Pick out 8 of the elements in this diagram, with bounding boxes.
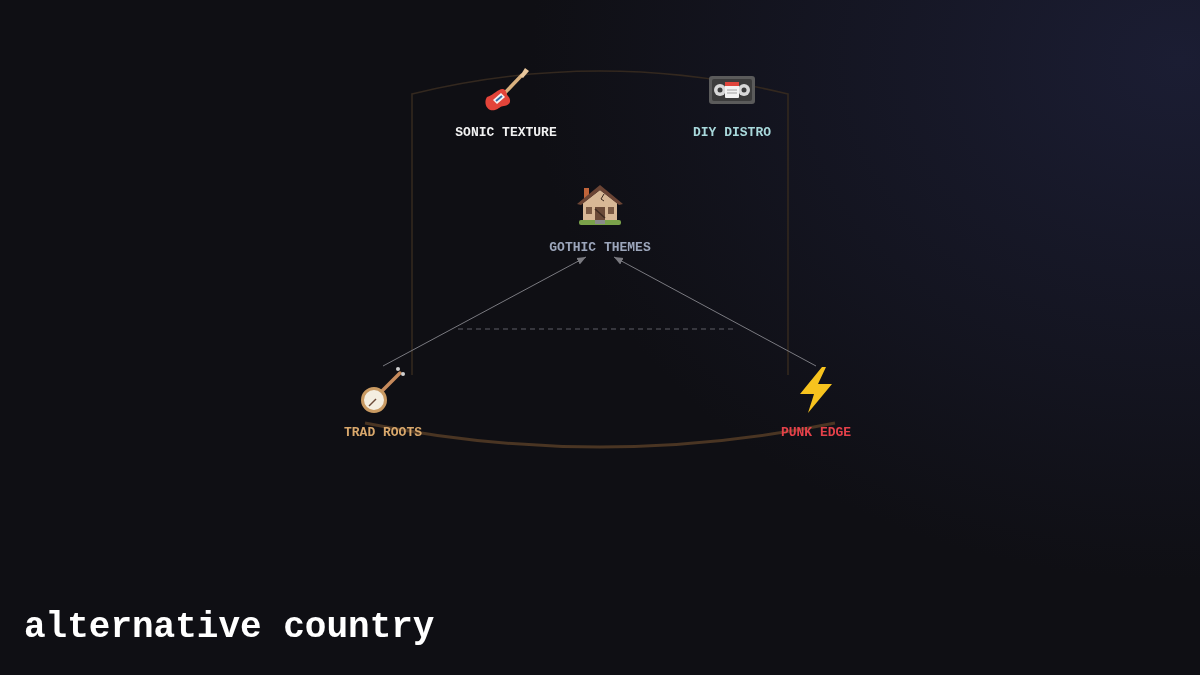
node-label: TRAD ROOTS — [344, 425, 422, 440]
diagram-title: alternative country — [24, 606, 435, 650]
arrow — [382, 256, 587, 367]
node-label: PUNK EDGE — [780, 425, 852, 440]
node-label: DIY DISTRO — [693, 125, 771, 140]
node-label: SONIC TEXTURE — [455, 125, 557, 140]
node-label: GOTHIC THEMES — [549, 240, 651, 255]
arrow — [613, 256, 817, 367]
